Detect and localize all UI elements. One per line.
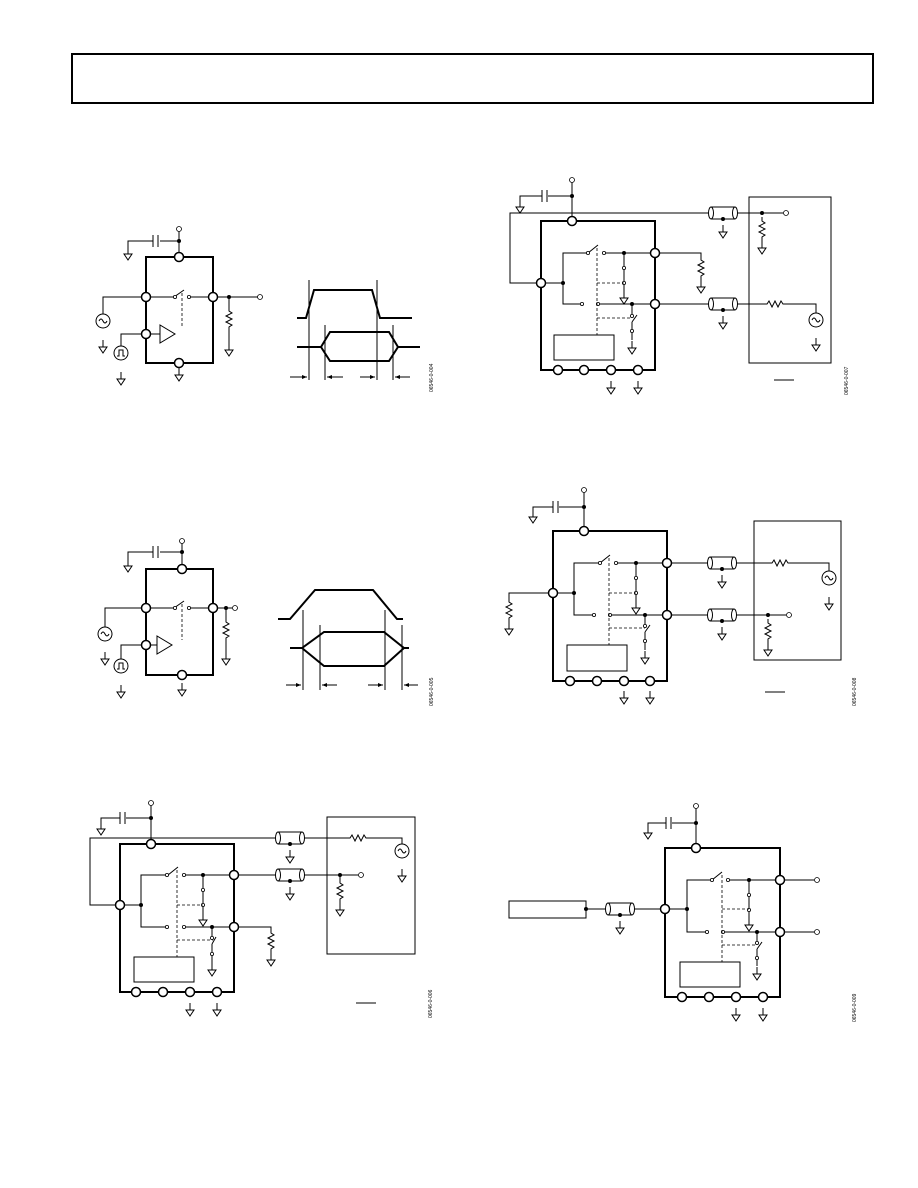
figure-off-isolation-circuit: 06546-0-006: [89, 800, 434, 1018]
figure-bandwidth-circuit: 06546-0-009: [508, 803, 858, 1022]
figure-id-f: 06546-0-009: [852, 993, 858, 1022]
figure-id-e: 06546-0-008: [852, 677, 858, 706]
figure-id-d: 06546-0-007: [844, 366, 850, 395]
figure-break-before-make-circuit: 06546-0-005: [97, 538, 435, 706]
figure-id-b: 06546-0-005: [429, 677, 435, 706]
figure-charge-injection-circuit: 06546-0-007: [509, 177, 850, 395]
figure-id-c: 06546-0-006: [428, 989, 434, 1018]
figure-crosstalk-circuit: 06546-0-008: [504, 487, 858, 706]
figure-switching-time-circuit: 06546-0-004: [95, 226, 435, 392]
header-frame: [71, 53, 874, 104]
figure-id-a: 06546-0-004: [429, 363, 435, 392]
